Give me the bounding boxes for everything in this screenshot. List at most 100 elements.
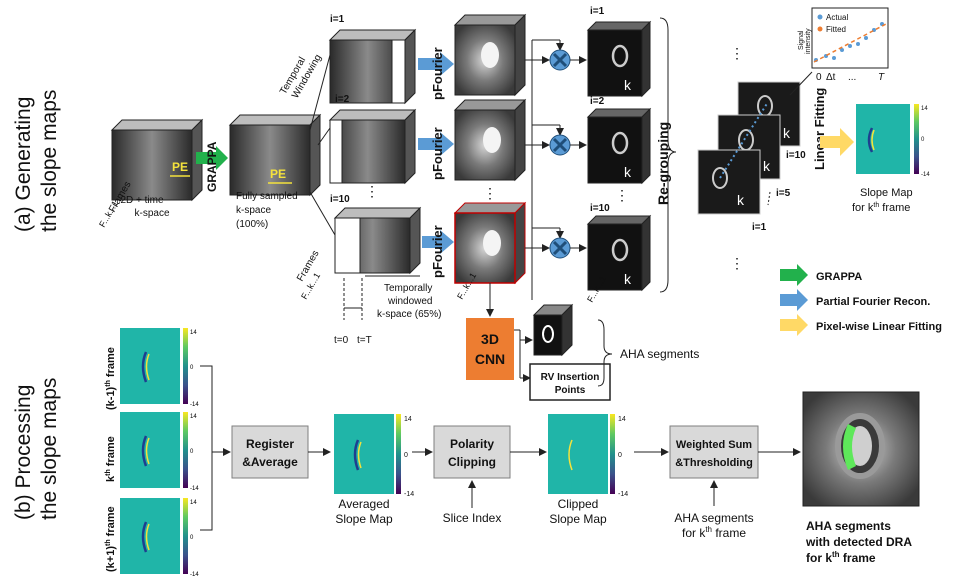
kframes-k1: k: [624, 77, 632, 93]
input-map-contour-positive: [145, 523, 150, 551]
pfourier-label-1: pFourier: [430, 47, 445, 100]
regroup-dots-bottom: ⋮: [730, 255, 744, 271]
legend-actual-label: Actual: [826, 13, 848, 22]
slope-map-top: 14 0 -14: [856, 104, 930, 178]
inset-actual-point: [864, 36, 868, 40]
section-b-title-line2: the slope maps: [38, 378, 61, 520]
register-average-box: Register &Average: [231, 425, 309, 479]
arrow-legend: GRAPPA Partial Fourier Recon. Pixel-wise…: [780, 264, 942, 336]
regrouping-label: Re-grouping: [655, 122, 671, 205]
slope-cb-top: 14: [921, 106, 928, 112]
clip-cb-mid: 0: [618, 452, 622, 459]
rv-insertion-box: RV Insertion Points: [529, 363, 611, 401]
weighted-sum-box: Weighted Sum &Thresholding: [669, 425, 759, 479]
frame-k-label: kth frame: [105, 436, 117, 482]
masked-frame-2: i=2 k: [586, 96, 652, 185]
image-vdots: ⋮: [483, 185, 497, 201]
legend-pfourier-arrow: [780, 289, 808, 311]
clipped-slope-map: 14 0 -14: [548, 414, 628, 498]
windowed-cube-1: i=1: [328, 14, 417, 105]
aha-bracket: [597, 319, 613, 387]
branch-line-2: [317, 127, 331, 146]
legend-pfourier-label: Partial Fourier Recon.: [816, 296, 930, 308]
regroup-i10: i=10: [786, 150, 806, 161]
windowed-cube-2: i=2: [328, 94, 417, 185]
pfourier-arrow-10: pFourier: [422, 225, 454, 278]
slope-cb-mid: 0: [921, 137, 925, 143]
input-map-colorbar-tick: -14: [190, 572, 199, 578]
weighted-label-1: Weighted Sum: [676, 439, 752, 451]
kframes-i1: i=1: [590, 6, 605, 17]
input-map-colorbar-tick: -14: [190, 486, 199, 492]
cnn-box: 3D CNN: [466, 318, 514, 380]
input-map-contour-positive: [145, 353, 150, 381]
slope-map-label-1: Slope Map: [860, 187, 913, 199]
legend-actual-marker: [817, 14, 823, 20]
linear-fitting-arrow: [820, 128, 854, 156]
kframes-i10: i=10: [590, 203, 610, 214]
slope-cb-bot: -14: [921, 172, 930, 178]
input-map-colorbar-tick: 0: [190, 535, 194, 541]
result-label-1: AHA segments: [806, 519, 891, 533]
signal-inset-plot: Signal intensity Actual Fitted 0 Δt ... …: [798, 7, 889, 83]
multiply-icon-10: [549, 237, 571, 259]
averaged-slope-map: 14 0 -14: [334, 414, 414, 498]
tT-label: t=T: [357, 335, 372, 346]
inset-pointer: [789, 71, 813, 96]
section-b-title: (b) Processing the slope maps: [12, 378, 61, 520]
input-map-colorbar: [183, 412, 188, 488]
pfourier-arrow-1: pFourier: [418, 47, 454, 100]
pfourier-label-2: pFourier: [430, 127, 445, 180]
inset-actual-point: [856, 42, 860, 46]
regroup-k-mid: k: [763, 158, 771, 174]
windowed-cube-10: i=10: [330, 194, 422, 275]
clipped-label-1: Clipped: [558, 497, 599, 511]
polarity-label-1: Polarity: [450, 437, 494, 451]
image-cube-2: [453, 98, 527, 182]
input-kspace-label-2: k-space: [134, 208, 169, 219]
windowed-label-3: k-space (65%): [377, 309, 441, 320]
rv-label-2: Points: [555, 385, 586, 396]
avg-cb-top: 14: [404, 416, 412, 423]
result-label-3: for kth frame: [806, 550, 876, 565]
full-kspace-label-3: (100%): [236, 219, 268, 230]
pfourier-arrow-2: pFourier: [418, 127, 454, 180]
input-map-contour-positive: [145, 437, 150, 465]
input-map-colorbar-tick: 14: [190, 500, 197, 506]
input-map-colorbar-tick: 14: [190, 414, 197, 420]
frame-kp1-label: (k+1)th frame: [105, 506, 117, 572]
windowed-i2-label: i=2: [335, 94, 350, 105]
clipped-label-2: Slope Map: [549, 512, 607, 526]
inset-actual-point: [848, 44, 852, 48]
aha-segments-label: AHA segments: [620, 347, 699, 361]
averaged-label-1: Averaged: [338, 497, 389, 511]
input-map-colorbar-tick: 0: [190, 365, 194, 371]
aha-k-label-1: AHA segments: [674, 511, 753, 525]
full-kspace-cube: PE: [228, 113, 322, 197]
legend-fitted-marker: [817, 26, 823, 32]
segment-mask-cube: [532, 303, 574, 357]
avg-cb-bot: -14: [404, 491, 414, 498]
input-map-colorbar: [183, 498, 188, 574]
input-map-contour: [141, 521, 148, 553]
masked-frame-1: i=1 k: [586, 6, 652, 98]
branch-line-10: [309, 191, 336, 236]
aha-k-label-2: for kth frame: [682, 525, 746, 540]
legend-grappa-arrow: [780, 264, 808, 286]
inset-actual-point: [832, 56, 836, 60]
result-image: [802, 391, 920, 507]
regroup-i5: i=5: [776, 188, 791, 199]
kframes-k2: k: [624, 164, 632, 180]
cnn-label-2: CNN: [475, 351, 505, 367]
multiply-icon-2: [549, 134, 571, 156]
input-bracket: [200, 365, 213, 531]
input-map-colorbar-tick: -14: [190, 402, 199, 408]
windowed-label-2: windowed: [387, 296, 432, 307]
dra-region: [843, 424, 856, 470]
windowed-i10-label: i=10: [330, 194, 350, 205]
windowed-vdots: ⋮: [365, 183, 379, 199]
image-cube-10: [453, 201, 527, 285]
section-b-title-line1: (b) Processing: [12, 385, 35, 520]
